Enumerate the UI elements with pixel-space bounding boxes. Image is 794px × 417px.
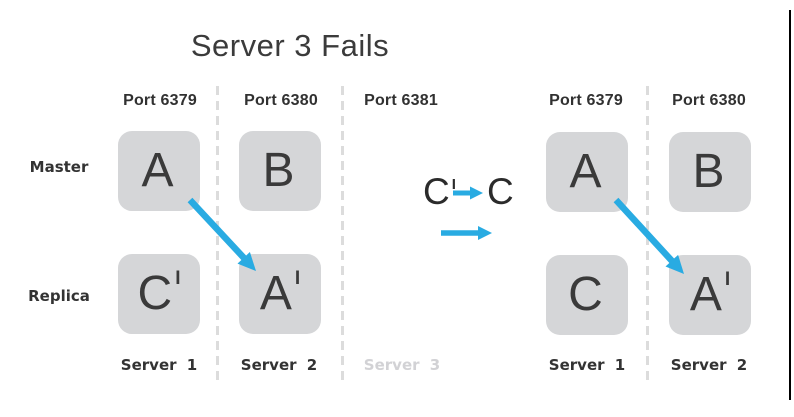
node-letter: C xyxy=(568,268,603,321)
server-label-left-2: Server 2 xyxy=(240,356,318,374)
transition-arrow-icon xyxy=(441,226,492,240)
page-edge-line xyxy=(789,10,791,400)
node-letter: B xyxy=(692,145,725,198)
server-label-right-2: Server 2 xyxy=(670,356,748,374)
port-label-left-6381: Port 6381 xyxy=(364,92,438,109)
node-right-master-a: A xyxy=(546,132,628,212)
server-label-left-3-failed: Server 3 xyxy=(363,356,441,374)
prime-mark: I xyxy=(451,176,456,193)
server-label-right-1: Server 1 xyxy=(548,356,626,374)
node-right-replica-c: C xyxy=(546,255,628,335)
port-label-right-6379: Port 6379 xyxy=(549,92,623,109)
transition-to-label: C xyxy=(487,172,514,212)
port-label-left-6380: Port 6380 xyxy=(244,92,318,109)
node-letter: A xyxy=(141,144,174,197)
node-letter: A xyxy=(569,145,602,198)
prime-mark: I xyxy=(175,268,181,289)
node-letter: A xyxy=(689,268,722,321)
port-label-left-6379: Port 6379 xyxy=(123,92,197,109)
transition-from-letter: C xyxy=(423,171,450,212)
column-divider-dashed xyxy=(216,86,219,386)
node-letter: B xyxy=(262,144,295,197)
transition-to-letter: C xyxy=(487,171,514,212)
column-divider-dashed xyxy=(341,86,344,386)
row-label-master: Master xyxy=(29,158,89,176)
prime-mark: I xyxy=(294,268,301,289)
row-label-replica: Replica xyxy=(28,287,90,305)
node-letter: A xyxy=(259,267,292,320)
node-right-master-b: B xyxy=(669,132,751,212)
node-left-master-b: B xyxy=(239,131,321,211)
node-left-master-a: A xyxy=(118,131,200,211)
failover-arrow-right-icon xyxy=(613,197,684,274)
node-letter: C xyxy=(137,267,173,320)
prime-mark: I xyxy=(724,269,731,290)
diagram-title: Server 3 Fails xyxy=(190,28,390,63)
port-label-right-6380: Port 6380 xyxy=(672,92,746,109)
failover-arrow-left-icon xyxy=(187,197,256,271)
server-label-left-1: Server 1 xyxy=(120,356,198,374)
promote-arrow-icon xyxy=(453,186,483,200)
